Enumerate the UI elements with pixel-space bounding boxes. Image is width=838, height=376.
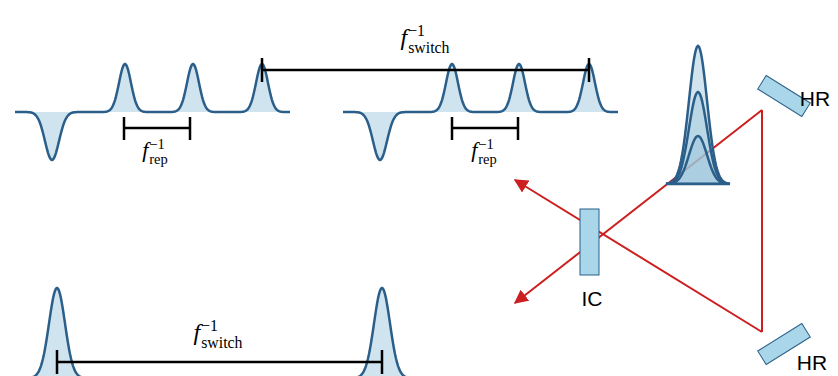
script-stack: −1rep <box>478 137 497 167</box>
frequency-symbol: f <box>401 25 408 51</box>
ic-mirror <box>580 209 599 275</box>
subscript: rep <box>478 152 497 167</box>
pulse-trains <box>15 64 618 376</box>
mirror-label: IC <box>582 288 603 309</box>
exponent: −1 <box>201 318 242 335</box>
rep-period-label: f−1rep <box>142 137 168 167</box>
frequency-symbol: f <box>142 137 148 162</box>
subscript: switch <box>408 40 449 57</box>
switch-period-label: f−1switch <box>194 318 243 351</box>
exponent: −1 <box>478 137 497 152</box>
mirror-name: HR <box>797 351 827 374</box>
mirror-label: HR <box>797 352 827 373</box>
subscript: switch <box>201 335 242 352</box>
ring-cavity <box>515 46 810 365</box>
period-brackets <box>57 58 589 374</box>
rep-period-label: f−1rep <box>471 137 497 167</box>
exponent: −1 <box>408 23 449 40</box>
frequency-symbol: f <box>471 137 477 162</box>
mirror-name: HR <box>800 87 830 110</box>
script-stack: −1switch <box>408 23 449 56</box>
exponent: −1 <box>149 137 168 152</box>
script-stack: −1rep <box>149 137 168 167</box>
script-stack: −1switch <box>201 318 242 351</box>
switch-period-label: f−1switch <box>401 23 450 56</box>
frequency-symbol: f <box>194 320 201 346</box>
subscript: rep <box>149 152 168 167</box>
mirror-name: IC <box>582 287 603 310</box>
mirror-label: HR <box>800 88 830 109</box>
